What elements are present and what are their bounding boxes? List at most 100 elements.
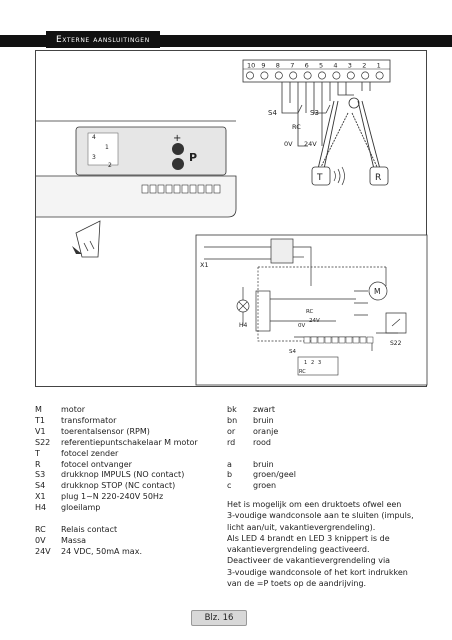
paragraph-line: Als LED 4 brandt en LED 3 knippert is de (227, 533, 390, 543)
legend-description: fotocel zender (61, 448, 119, 458)
legend-description: motor (61, 405, 86, 414)
legend-description: fotocel ontvanger (61, 459, 132, 469)
v24-label-top: 24V (304, 140, 317, 148)
paragraph-line: Het is mogelijk om een druktoets ofwel e… (227, 500, 402, 509)
terminal-block-slot (197, 184, 205, 194)
terminal-number: 9 (261, 62, 265, 70)
terminal-number: 1 (377, 62, 381, 70)
panel-label-3: 3 (92, 154, 96, 161)
legend-code: H4 (35, 503, 47, 513)
legend-row: bk zwart (227, 405, 296, 416)
legend-description: groen (253, 481, 277, 491)
page-number: Blz. 16 (191, 610, 247, 626)
terminal-block-slot (213, 184, 221, 194)
terminal-screw-icon (346, 71, 355, 80)
lower-terminal-slot (338, 336, 346, 344)
legend-description: referentiepuntschakelaar M motor (61, 437, 198, 447)
s22-label: S22 (390, 340, 402, 347)
legend-description: plug 1~N 220-240V 50Hz (61, 492, 164, 502)
terminal-number: 10 (247, 62, 255, 70)
legend-description: drukknop IMPULS (NO contact) (61, 470, 185, 480)
lower-terminal-slot (317, 336, 325, 344)
paragraph-line: vakantievergrendeling geactiveerd. (227, 545, 370, 555)
lower-terminal-slot (352, 336, 360, 344)
legend-code: a (227, 459, 232, 469)
terminal-number: 6 (305, 62, 309, 70)
x1-label: X1 (200, 261, 209, 269)
terminal-block-slot (157, 184, 165, 194)
rc-label-bottom: RC (306, 309, 314, 315)
photocell-transmitter: T (311, 166, 345, 186)
legend-code: S3 (35, 470, 46, 480)
panel-label-1: 1 (105, 144, 109, 151)
panel-label-4: 4 (92, 134, 96, 141)
legend-code: bn (227, 415, 238, 425)
legend-row: bn bruin (227, 416, 296, 427)
photocell-wires (317, 100, 381, 170)
wire-junction (348, 97, 360, 109)
terminal-number: 7 (290, 62, 294, 70)
legend-description: zwart (253, 405, 276, 414)
terminal-block-slot (173, 184, 181, 194)
terminal-number: 8 (276, 62, 280, 70)
legend-code: M (35, 405, 42, 414)
panel-label-2: 2 (108, 162, 112, 169)
lower-terminal-slot (345, 336, 353, 344)
lower-terminals (303, 336, 374, 344)
legend-code: X1 (35, 492, 46, 502)
motor-label: M (374, 287, 380, 296)
legend-description: bruin (253, 459, 274, 469)
terminal-block (141, 184, 221, 194)
s4-label: S4 (268, 109, 277, 117)
lower-terminal-slot (324, 336, 332, 344)
s3-label: S3 (310, 109, 319, 117)
terminal-wires (281, 82, 371, 147)
terminal-screw-icon (332, 71, 341, 80)
photocell-receiver: R (369, 166, 389, 186)
terminal-screw-icon (361, 71, 370, 80)
terminal-block-slot (189, 184, 197, 194)
v0-label-bottom: 0V (298, 323, 305, 329)
terminal-screw-icon (246, 71, 254, 80)
plus-sign: + (173, 133, 181, 144)
legend-code: S22 (35, 437, 51, 447)
legend-code: RC (35, 524, 46, 534)
legend-description: toerentalsensor (RPM) (61, 426, 150, 436)
paragraph-line: van de =P toets op de aandrijving. (227, 579, 367, 589)
s3-switch: S3 (310, 109, 319, 117)
rc-label-top: RC (292, 123, 301, 131)
legend-row: S22 referentiepuntschakelaar M motor (35, 438, 198, 449)
legend-row: S3 drukknop IMPULS (NO contact) (35, 470, 198, 481)
minus-button-icon (172, 158, 184, 170)
drive-unit: 4 1 3 2 + P (36, 120, 237, 218)
legend-description: oranje (253, 426, 279, 436)
lower-terminal-slot (310, 336, 318, 344)
lower-terminal-slot (366, 336, 374, 344)
wall-console-small (297, 356, 339, 376)
terminal-screw-icon (260, 71, 269, 80)
legend-code: T (35, 448, 40, 458)
terminal-block-slot (181, 184, 189, 194)
terminal-screw-icon (318, 71, 326, 80)
paragraph-line: 3-voudige wandconsole aan te sluiten (im… (227, 511, 414, 521)
legend-code: 24V (35, 546, 51, 556)
paragraph: Het is mogelijk om een druktoets ofwel e… (227, 499, 427, 589)
s4-switch: S4 (268, 109, 277, 117)
legend-code: T1 (35, 415, 45, 425)
legend-description: bruin (253, 415, 274, 425)
legend-code: bk (227, 405, 237, 414)
legend-code: 0V (35, 535, 46, 545)
legend-row: X1 plug 1~N 220-240V 50Hz (35, 492, 198, 503)
plus-button-icon (172, 143, 184, 155)
